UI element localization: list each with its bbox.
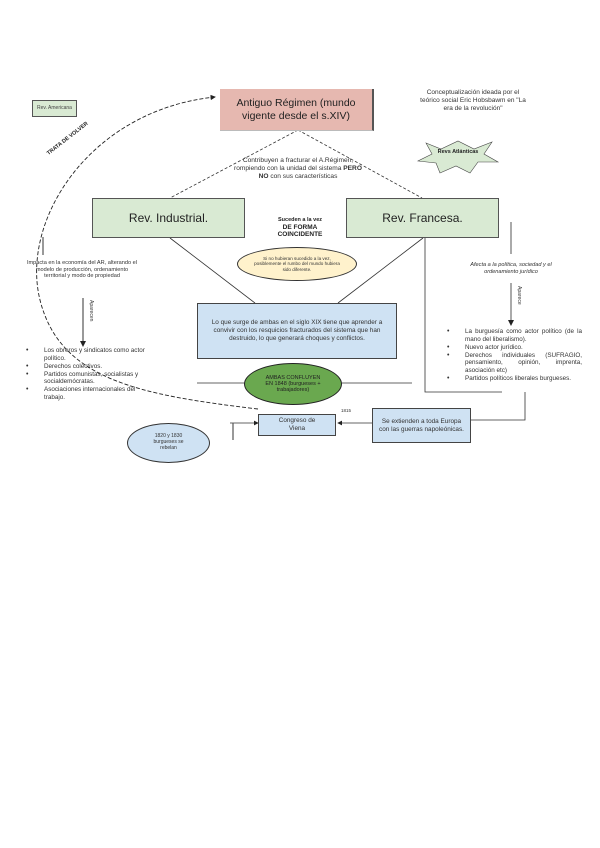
suceden-note: Suceden a la vez DE FORMA COINCIDENTE xyxy=(277,217,323,239)
impacta-note: Impacta en la economía del AR, alterando… xyxy=(26,260,138,280)
rev-francesa-node: Rev. Francesa. xyxy=(346,198,499,238)
list-item: La burguesía como actor político (de la … xyxy=(447,328,582,344)
rev-americana-node: Rev. Americana xyxy=(32,100,77,117)
list-item: Los obreros y sindicatos como actor polí… xyxy=(26,347,150,363)
francesa-consequences-list: La burguesía como actor político (de la … xyxy=(447,328,582,384)
revs-atlanticas-label: Revs Atlánticas xyxy=(437,149,479,155)
aparece-label: Aparece xyxy=(516,286,522,305)
year-1815-label: 1815 xyxy=(341,408,352,413)
burgueses-rebelan-ellipse: 1820 y 1830 burgueses se rebelan xyxy=(127,423,210,463)
antiguo-regimen-label: Antiguo Régimen (mundo vigente desde el … xyxy=(236,97,356,122)
rev-industrial-node: Rev. Industrial. xyxy=(92,198,245,238)
list-item: Partidos políticos liberales burgueses. xyxy=(447,375,582,384)
congreso-viena-node: Congreso de Viena xyxy=(258,414,336,436)
list-item: Derechos colectivos. xyxy=(26,363,150,372)
trata-de-volver-label: TRATA DE VOLVER xyxy=(46,120,90,157)
list-item: Partidos comunistas, socialistas y socia… xyxy=(26,371,150,387)
aparecen-label: Aparecen xyxy=(88,300,94,322)
contribuyen-note: Contribuyen a fracturar el A.Régimen, ro… xyxy=(234,157,362,180)
ambas-confluyen-ellipse: AMBAS CONFLUYEN EN 1848 (burgueses + tra… xyxy=(244,363,342,405)
industrial-consequences-list: Los obreros y sindicatos como actor polí… xyxy=(26,347,150,402)
list-item: Derechos individuales (SUFRAGIO, pensami… xyxy=(447,352,582,376)
list-item: Nuevo actor jurídico. xyxy=(447,344,582,353)
revs-atlanticas-star xyxy=(416,140,500,174)
antiguo-regimen-node: Antiguo Régimen (mundo vigente desde el … xyxy=(220,89,374,131)
list-item: Asociaciones internacionales del trabajo… xyxy=(26,386,150,402)
si-no-hubieran-ellipse: Si no hubieran sucedido a la vez, posibl… xyxy=(237,247,357,281)
conceptualizacion-note: Conceptualización ideada por el teórico … xyxy=(420,89,526,112)
lo-que-surge-node: Lo que surge de ambas en el siglo XIX ti… xyxy=(197,303,397,359)
afecta-note: Afecta a la política, sociedad y el orde… xyxy=(470,262,552,275)
rev-americana-label: Rev. Americana xyxy=(37,104,72,111)
se-extienden-node: Se extienden a toda Europa con las guerr… xyxy=(372,408,471,443)
